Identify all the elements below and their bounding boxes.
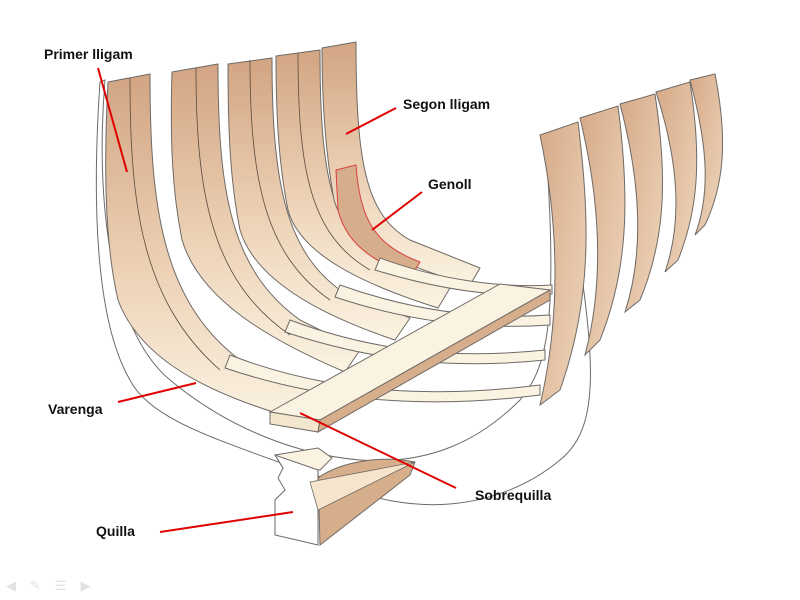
leader-lines — [97, 67, 457, 533]
pen-icon[interactable]: ✎ — [30, 578, 41, 593]
label-genoll: Genoll — [428, 176, 472, 192]
genoll-highlight — [335, 164, 421, 276]
label-varenga: Varenga — [48, 401, 103, 417]
frame-3 — [227, 57, 411, 341]
prev-slide-icon[interactable]: ◀ — [6, 578, 16, 593]
leader-segon-lligam — [345, 107, 397, 135]
label-segon-lligam: Segon lligam — [403, 96, 491, 112]
frame-1 — [105, 73, 321, 421]
right-frames — [539, 73, 724, 407]
leader-genoll — [371, 191, 423, 231]
leader-quilla — [159, 511, 294, 533]
next-slide-icon[interactable]: ▶ — [80, 578, 91, 593]
label-primer-lligam: Primer lligam — [44, 46, 133, 62]
label-quilla: Quilla — [96, 523, 135, 539]
left-frames — [105, 41, 481, 421]
frame-4 — [275, 49, 451, 309]
leader-varenga — [117, 382, 197, 403]
menu-icon[interactable]: ☰ — [54, 578, 67, 593]
frame-2 — [170, 63, 361, 373]
leader-sobrequilla — [299, 412, 457, 489]
leader-primer-lligam — [97, 67, 128, 173]
label-sobrequilla: Sobrequilla — [475, 487, 552, 503]
presentation-controls: ◀ ✎ ☰ ▶ — [6, 578, 91, 594]
